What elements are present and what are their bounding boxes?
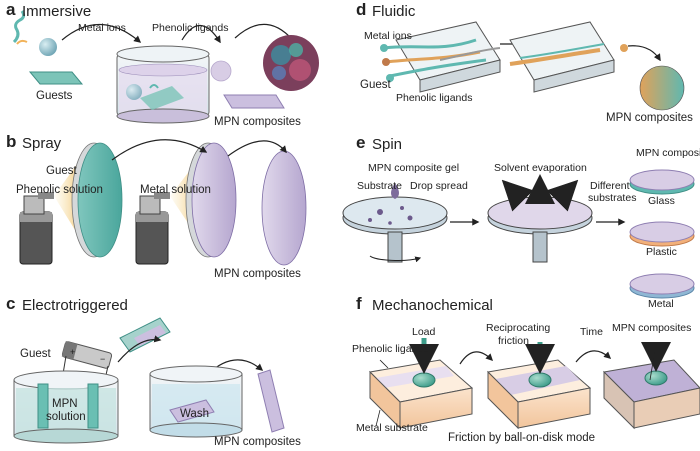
- friction-block-3-icon: [602, 342, 700, 430]
- mpn-sphere-icon: [210, 60, 232, 82]
- svg-text:+: +: [70, 347, 75, 357]
- spin-coater-icon: [342, 196, 448, 263]
- battery-icon: + −: [61, 341, 113, 369]
- sphere-guest-icon: [39, 38, 57, 56]
- protein-guest-icon: [12, 10, 26, 44]
- mpn-disc-icon: [261, 150, 307, 266]
- spin-coater-icon-2: [487, 196, 593, 263]
- evaporation-arrows-icon: [501, 174, 579, 212]
- panel-c-graphics: + −: [13, 317, 285, 444]
- friction-block-1-icon: [368, 338, 474, 430]
- mpn-slide-c-icon: [257, 369, 285, 433]
- panel-f-graphics: [368, 338, 700, 430]
- substrate-disc-metal-icon: [629, 273, 695, 299]
- guest-disc-icon: [71, 142, 123, 258]
- mpn-particle-icon: [263, 35, 319, 91]
- mpn-slide-icon: [223, 94, 285, 109]
- microfluidic-chip-icon: [383, 21, 501, 93]
- substrate-disc-plastic-icon: [629, 221, 695, 247]
- drop-icon: [391, 183, 399, 199]
- friction-block-2-icon: [486, 342, 592, 430]
- coated-disc-icon: [185, 142, 237, 258]
- microfluidic-chip-icon-2: [509, 21, 615, 93]
- beaker-icon-c1: [13, 370, 119, 444]
- panel-b-graphics: [19, 139, 307, 266]
- slide-guest-icon: [28, 71, 84, 85]
- wash-beaker-icon: [149, 365, 243, 438]
- mpn-droplet-icon: [639, 65, 685, 111]
- spray-bottle-icon-2: [135, 192, 170, 265]
- panel-d-graphics: [380, 21, 685, 111]
- substrate-disc-glass-icon: [629, 169, 695, 195]
- svg-text:−: −: [100, 354, 105, 364]
- panel-e-graphics: [342, 169, 695, 299]
- beaker-icon: [116, 45, 210, 124]
- spray-bottle-icon: [19, 192, 54, 265]
- panel-a-graphics: [12, 10, 319, 124]
